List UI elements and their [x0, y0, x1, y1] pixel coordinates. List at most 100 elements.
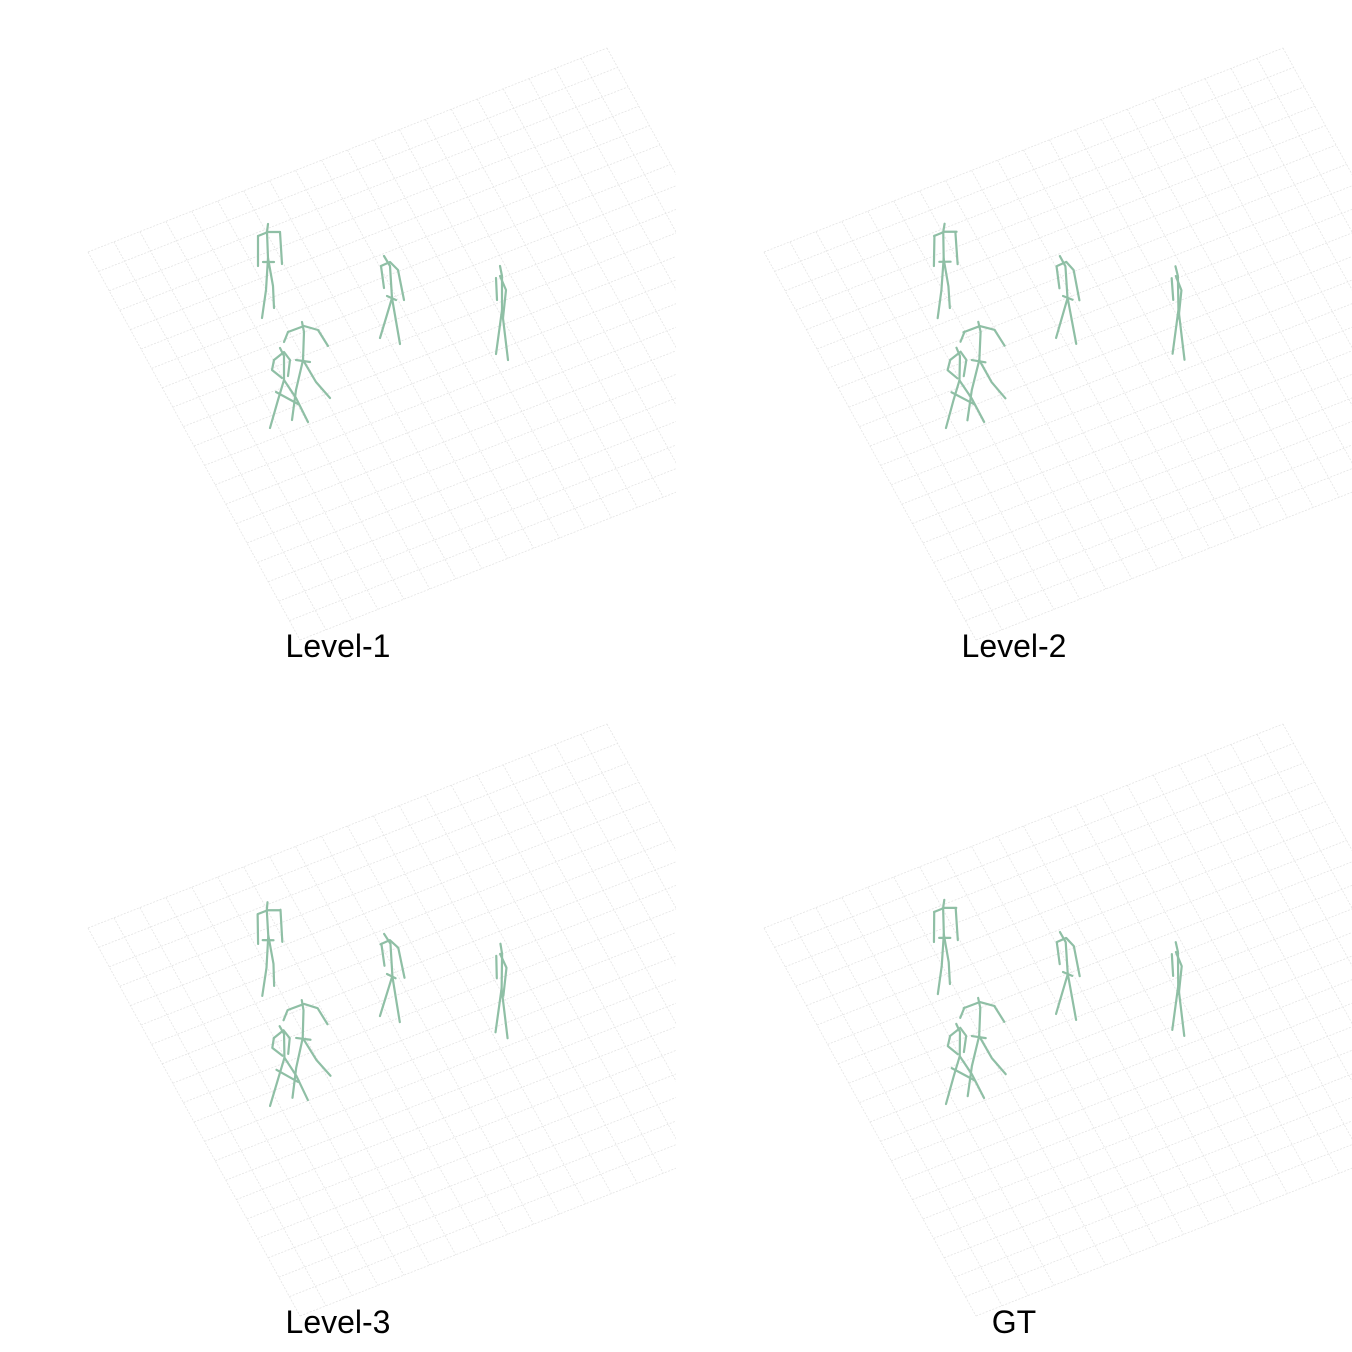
floor-grid-line — [954, 444, 1352, 602]
floor-grid-line — [87, 47, 608, 253]
floor-grid-line — [922, 373, 1352, 544]
skeleton-bone — [1056, 260, 1081, 302]
floor-grid-line — [257, 397, 676, 563]
skeleton-bone — [267, 934, 276, 988]
floor-grid-line — [944, 421, 1352, 583]
floor-grid-line — [246, 373, 676, 544]
skeleton-bone — [378, 254, 394, 340]
skeleton-person-4 — [282, 999, 332, 1099]
skeleton-person-1 — [256, 901, 284, 997]
floor-grid-line — [140, 144, 661, 350]
floor-grid-line — [763, 47, 1284, 253]
floor-grid-line — [774, 67, 1294, 272]
floor-grid-line — [816, 144, 1337, 350]
skeleton-bone — [1066, 972, 1078, 1022]
skeleton-bone — [279, 908, 284, 943]
floor-grid-line — [257, 1073, 676, 1239]
skeleton-bone — [962, 324, 1006, 347]
skeleton-bone — [286, 324, 330, 348]
floor-grid-line — [1204, 754, 1352, 1025]
skeleton-person-4 — [282, 320, 332, 422]
skeleton-bone — [499, 952, 508, 997]
skeleton-bone — [385, 972, 397, 980]
skeleton-bone — [301, 1036, 332, 1077]
skeleton-person-3 — [1170, 265, 1186, 361]
floor-grid-line — [87, 723, 608, 929]
floor-grid-line — [424, 119, 638, 508]
floor-grid-line — [278, 1120, 676, 1278]
skeleton-bone — [266, 256, 276, 310]
floor-grid-line — [838, 861, 1352, 1065]
floor-grid-line — [476, 774, 676, 1140]
skeleton-bone — [978, 358, 1007, 400]
floor-grid-line — [528, 754, 676, 1025]
floor-grid — [87, 47, 676, 641]
floor-grid-line — [1075, 129, 1288, 518]
skeleton-person-4 — [959, 320, 1007, 422]
floor-grid-line — [893, 876, 1107, 1266]
floor-grid-line — [789, 241, 1003, 630]
floor-grid-line — [901, 1002, 1352, 1181]
floor-grid-line — [193, 932, 676, 1123]
panel-level-3: Level-3 — [0, 676, 676, 1352]
floor-grid-line — [1100, 795, 1314, 1184]
skeleton-person-1 — [256, 222, 284, 320]
skeleton-bone — [936, 222, 946, 320]
floor-grid-line — [944, 1097, 1352, 1259]
floor-grid-line — [1230, 68, 1352, 291]
skeleton-bone — [282, 330, 290, 344]
skeleton-bone — [958, 1055, 986, 1100]
floor-grid-line — [278, 444, 676, 602]
floor-grid-line — [975, 1167, 1352, 1317]
floor-grid-line — [841, 897, 1055, 1286]
skeleton-bone — [949, 350, 968, 378]
floor-grid-line — [1126, 785, 1340, 1174]
floor-grid-line — [997, 160, 1210, 549]
floor-grid-line — [204, 955, 676, 1142]
floor-grid-line — [785, 762, 1305, 968]
skeleton-person-2 — [378, 932, 406, 1024]
panel-label: GT — [991, 1304, 1037, 1340]
floor-grid — [763, 723, 1352, 1317]
floor-grid-line — [848, 208, 1352, 408]
skeleton-bone — [977, 1034, 1007, 1076]
skeleton-bone — [946, 1034, 959, 1056]
skeleton-group — [256, 222, 510, 430]
skeleton-bone — [274, 390, 300, 406]
skeleton-bone — [283, 1056, 309, 1102]
skeleton-bone — [295, 1036, 312, 1041]
floor-grid-line — [554, 68, 676, 291]
floor-grid-line — [954, 1120, 1352, 1278]
skeleton-person-5 — [268, 1025, 309, 1108]
floor-grid-line — [172, 208, 676, 408]
skeleton-bone — [270, 358, 284, 380]
skeleton-bone — [494, 264, 504, 356]
floor-grid-line — [815, 907, 1029, 1296]
skeleton-person-3 — [1170, 941, 1186, 1037]
skeleton-bone — [378, 932, 394, 1018]
skeleton-person-2 — [378, 254, 406, 346]
floor-grid-line — [140, 820, 661, 1026]
skeleton-person-1 — [932, 898, 959, 996]
floor-grid-line — [1152, 98, 1352, 464]
floor-grid-line — [295, 846, 508, 1235]
floor-grid-line — [215, 979, 676, 1162]
skeleton-bone — [391, 974, 401, 1024]
floor-grid-line — [450, 785, 664, 1174]
skeleton-bone — [1174, 274, 1183, 320]
floor-grid-line — [1049, 139, 1262, 528]
floor-grid-line — [162, 185, 676, 389]
scene-view — [763, 723, 1352, 1317]
floor-grid-line — [795, 105, 1315, 311]
floor-grid-line — [965, 1144, 1352, 1297]
floor-grid-line — [130, 125, 650, 330]
floor-grid-line — [785, 86, 1305, 292]
skeleton-bone — [1174, 950, 1183, 996]
floor-grid-line — [321, 836, 534, 1225]
skeleton-bone — [949, 1026, 968, 1054]
skeleton-bone — [268, 1025, 286, 1108]
floor-grid-line — [867, 887, 1081, 1276]
floor-grid-line — [204, 279, 676, 466]
floor-grid-line — [502, 764, 676, 1082]
floor-grid-line — [893, 200, 1107, 590]
